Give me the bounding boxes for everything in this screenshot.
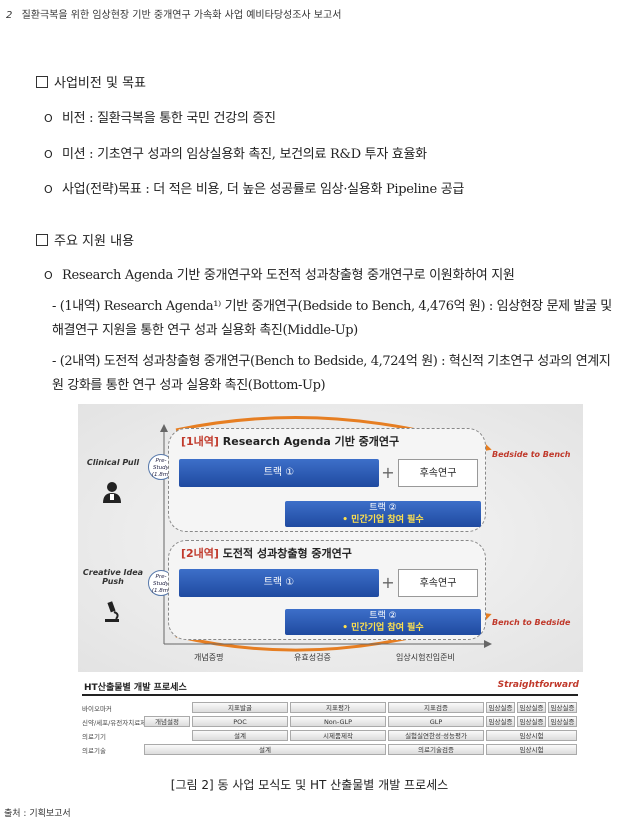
track-a-box: 트랙 ①: [179, 459, 379, 487]
ht-cell: 설계: [192, 730, 288, 741]
sub-item-1: - (1내역) Research Agenda¹⁾ 기반 중개연구(Bedsid…: [52, 299, 612, 338]
doctor-icon: [103, 482, 121, 503]
bullet-goal: O 사업(전략)목표 : 더 적은 비용, 더 높은 성공률로 임상·실용화 Pi…: [44, 178, 464, 197]
ht-row: 바이오마커 지표발굴 지표평가 지표검증 임상실증 임상실증 임상실증: [82, 702, 578, 714]
bullet-text: Research Agenda 기반 중개연구와 도전적 성과창출형 중개연구로…: [62, 268, 515, 283]
panel-tag: [2내역]: [181, 547, 219, 560]
checkbox-square-icon: [36, 76, 48, 88]
stage-label: 유효성검증: [294, 653, 331, 662]
ht-row: 의료기술 설계 의료기술검증 임상시험: [82, 744, 578, 756]
panel-title: [2내역] 도전적 성과창출형 중개연구: [181, 545, 352, 561]
ht-cell: 개념설정: [144, 716, 190, 727]
sub-item-2: - (2내역) 도전적 성과창출형 중개연구(Bench to Bedside,…: [52, 354, 611, 393]
ht-cell: 임상실증: [486, 702, 515, 713]
ht-cell: 지표발굴: [192, 702, 288, 713]
checkbox-square-icon: [36, 234, 48, 246]
figure-diagram: Clinical Pull Pre-Study (1.8m) Creative …: [78, 404, 583, 672]
ht-cell: 설계: [144, 744, 386, 755]
ht-cell: 임상실증: [517, 716, 546, 727]
ht-cell: POC: [192, 716, 288, 727]
ht-cell: 임상실증: [548, 716, 577, 727]
label-creative-idea-push: Creative Idea Push: [82, 568, 144, 586]
panel-track2: [2내역] 도전적 성과창출형 중개연구 트랙 ① + 후속연구 트랙 ② • 민…: [168, 540, 486, 640]
header-title: 질환극복을 위한 임상현장 기반 중개연구 가속화 사업 예비타당성조사 보고서: [21, 10, 342, 21]
section-heading-vision: 사업비전 및 목표: [36, 72, 146, 91]
plus-icon: +: [381, 463, 395, 482]
track-a-box: 트랙 ①: [179, 569, 379, 597]
ht-cell: 임상시험: [486, 730, 577, 741]
ht-cell: 지표검증: [388, 702, 484, 713]
ht-cell: 의료기술검증: [388, 744, 484, 755]
follow-research-box: 후속연구: [398, 459, 478, 487]
bullet-text: 사업(전략)목표 : 더 적은 비용, 더 높은 성공률로 임상·실용화 Pip…: [62, 182, 465, 197]
track-b-note: • 민간기업 참여 필수: [342, 515, 424, 525]
ht-row: 신약/세포/유전자치료제 개념설정 POC Non-GLP GLP 임상실증 임…: [82, 716, 578, 728]
panel-title: [1내역] Research Agenda 기반 중개연구: [181, 433, 399, 449]
ht-cell: 실험실연한성·성능평가: [388, 730, 484, 741]
ht-row-label: 의료기술: [82, 747, 106, 755]
label-clinical-pull: Clinical Pull: [86, 458, 140, 467]
ht-cell: 임상실증: [548, 702, 577, 713]
panel-title-text: Research Agenda 기반 중개연구: [222, 435, 400, 448]
ht-straightforward: Straightforward: [497, 680, 579, 690]
ht-row: 의료기기 설계 시제품제작 실험실연한성·성능평가 임상시험: [82, 730, 578, 742]
bullet-vision: O 비전 : 질환극복을 통한 국민 건강의 증진: [44, 107, 276, 126]
ht-row-label: 신약/세포/유전자치료제: [82, 719, 147, 727]
ht-cell: 임상실증: [486, 716, 515, 727]
ht-row-label: 바이오마커: [82, 705, 112, 713]
section2-heading-text: 주요 지원 내용: [54, 234, 135, 249]
label-bench-to-bedside: Bench to Bedside: [492, 618, 571, 627]
bullet-text: 미션 : 기초연구 성과의 임상실용화 촉진, 보건의료 R&D 투자 효율화: [62, 147, 427, 162]
panel-tag: [1내역]: [181, 435, 219, 448]
page-number: 2: [6, 10, 13, 21]
ht-cell: Non-GLP: [290, 716, 386, 727]
circle-bullet-icon: O: [44, 148, 53, 161]
stage-label: 개념증명: [194, 653, 224, 662]
ht-cell: 임상시험: [486, 744, 577, 755]
bullet-support: O Research Agenda 기반 중개연구와 도전적 성과창출형 중개연구…: [44, 264, 515, 283]
ht-divider: [82, 694, 578, 696]
ht-process-table: HT산출물별 개발 프로세스 Straightforward 바이오마커 지표발…: [78, 680, 583, 760]
figure-caption: [그림 2] 동 사업 모식도 및 HT 산출물별 개발 프로세스: [170, 778, 449, 792]
circle-bullet-icon: O: [44, 269, 53, 282]
plus-icon: +: [381, 573, 395, 592]
follow-research-box: 후속연구: [398, 569, 478, 597]
microscope-icon: [105, 601, 119, 622]
track-b-label: 트랙 ②: [369, 503, 397, 513]
ht-row-label: 의료기기: [82, 733, 106, 741]
track-b-box: 트랙 ② • 민간기업 참여 필수: [285, 609, 481, 635]
section-heading-support: 주요 지원 내용: [36, 230, 134, 249]
panel-track1: [1내역] Research Agenda 기반 중개연구 트랙 ① + 후속연…: [168, 428, 486, 532]
circle-bullet-icon: O: [44, 183, 53, 196]
ht-cell: 지표평가: [290, 702, 386, 713]
bullet-mission: O 미션 : 기초연구 성과의 임상실용화 촉진, 보건의료 R&D 투자 효율화: [44, 143, 427, 162]
circle-bullet-icon: O: [44, 112, 53, 125]
ht-cell: GLP: [388, 716, 484, 727]
track-b-note: • 민간기업 참여 필수: [342, 623, 424, 633]
track-b-label: 트랙 ②: [369, 611, 397, 621]
running-header: 2 질환극복을 위한 임상현장 기반 중개연구 가속화 사업 예비타당성조사 보…: [6, 6, 341, 21]
panel-title-text: 도전적 성과창출형 중개연구: [222, 547, 352, 560]
ht-title: HT산출물별 개발 프로세스: [84, 683, 187, 693]
ht-cell: 임상실증: [517, 702, 546, 713]
ht-cell: 시제품제작: [290, 730, 386, 741]
source-note: 출처 : 기획보고서: [4, 809, 71, 819]
bullet-text: 비전 : 질환극복을 통한 국민 건강의 증진: [62, 111, 276, 126]
label-bedside-to-bench: Bedside to Bench: [492, 450, 571, 459]
stage-label: 임상시험진입준비: [396, 653, 455, 662]
track-b-box: 트랙 ② • 민간기업 참여 필수: [285, 501, 481, 527]
figure: Clinical Pull Pre-Study (1.8m) Creative …: [78, 404, 583, 764]
section1-heading-text: 사업비전 및 목표: [54, 76, 146, 91]
